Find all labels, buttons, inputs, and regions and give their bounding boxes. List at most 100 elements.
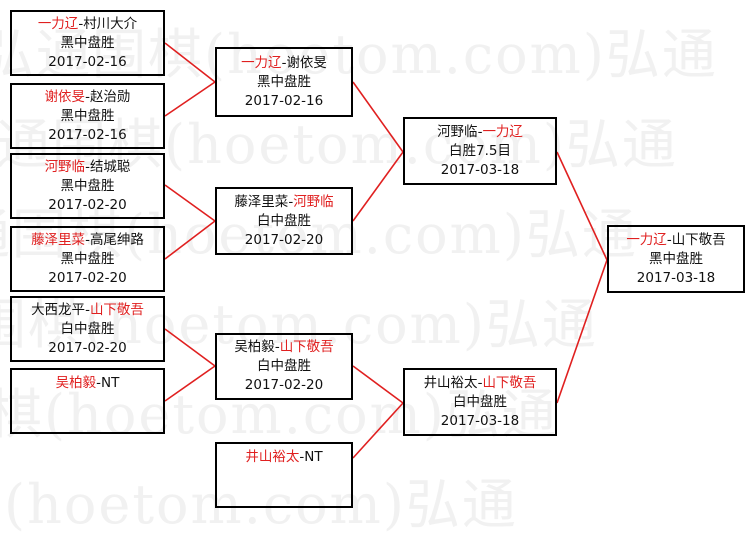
connector-line <box>164 220 216 260</box>
connector-line <box>352 151 404 222</box>
match-result: 白胜7.5目 <box>449 142 511 159</box>
match-box-r1-3: 河野临-结城聪 黑中盘胜 2017-02-20 <box>10 153 165 219</box>
match-result: 白中盘胜 <box>453 393 507 410</box>
match-result: 黑中盘胜 <box>60 177 115 194</box>
match-date: 2017-02-20 <box>244 377 324 393</box>
match-date: 2017-02-20 <box>244 231 324 248</box>
match-box-r1-6: 吴柏毅-NT <box>10 368 165 434</box>
player-name: 吴柏毅 <box>234 339 275 355</box>
connector-line <box>164 42 216 83</box>
player-name: 一力辽 <box>626 231 667 248</box>
connector-line <box>352 81 404 153</box>
connector-line <box>352 402 404 459</box>
player-name: 山下敬吾 <box>89 301 144 318</box>
separator: - <box>274 339 280 355</box>
match-box-r1-2: 谢依旻-赵治勋 黑中盘胜 2017-02-16 <box>10 83 165 149</box>
player-name: 一力辽 <box>241 54 282 71</box>
match-box-r3-1: 河野临-一力辽 白胜7.5目 2017-03-18 <box>403 117 557 185</box>
player-name: 谢依旻 <box>44 88 86 105</box>
player-name: 藤泽里菜 <box>234 193 289 210</box>
connector-line <box>352 365 404 404</box>
separator: - <box>85 301 90 318</box>
player-name: 一力辽 <box>37 15 79 32</box>
match-date: 2017-02-16 <box>48 53 127 70</box>
player-name: 藤泽里菜 <box>31 231 86 248</box>
match-date: 2017-02-20 <box>48 196 127 213</box>
match-players: 一力辽-村川大介 <box>38 15 137 34</box>
match-players: 藤泽里菜-河野临 <box>234 193 333 212</box>
player-name: 赵治勋 <box>89 88 131 105</box>
player-name: 山下敬吾 <box>671 231 726 248</box>
player-name: 吴柏毅 <box>55 375 97 391</box>
player-name: 大西龙平 <box>31 301 86 318</box>
match-result: 黑中盘胜 <box>60 34 115 51</box>
player-name: 村川大介 <box>83 15 138 32</box>
match-players: 谢依旻-赵治勋 <box>45 88 131 107</box>
player-name: 河野临 <box>437 123 478 140</box>
separator: - <box>299 449 305 465</box>
player-name: 结城聪 <box>89 158 131 175</box>
match-box-r2-4: 井山裕太-NT <box>215 442 353 508</box>
match-players: 一力辽-山下敬吾 <box>626 231 725 250</box>
match-players: 藤泽里菜-高尾绅路 <box>31 231 144 250</box>
player-name: 高尾绅路 <box>89 231 144 248</box>
separator: - <box>78 15 84 32</box>
player-name: 山下敬吾 <box>482 374 537 391</box>
player-name: 一力辽 <box>482 123 523 140</box>
match-date: 2017-02-20 <box>48 339 127 356</box>
match-date: 2017-02-20 <box>48 269 127 286</box>
separator: - <box>477 374 483 391</box>
player-name: 谢依旻 <box>286 54 327 71</box>
match-box-final: 一力辽-山下敬吾 黑中盘胜 2017-03-18 <box>607 225 745 293</box>
match-date: 2017-03-18 <box>440 161 520 178</box>
match-box-r1-4: 藤泽里菜-高尾绅路 黑中盘胜 2017-02-20 <box>10 226 165 292</box>
match-players: 吴柏毅-NT <box>56 374 120 393</box>
separator: - <box>477 123 483 140</box>
bracket-connectors <box>164 42 608 459</box>
match-date: 2017-03-18 <box>440 412 520 429</box>
player-name: 河野临 <box>44 158 86 175</box>
match-players: 吴柏毅-山下敬吾 <box>234 338 333 357</box>
match-box-r2-1: 一力辽-谢依旻 黑中盘胜 2017-02-16 <box>215 47 353 117</box>
match-date: 2017-02-16 <box>48 126 127 143</box>
connector-line <box>556 151 608 261</box>
match-box-r1-5: 大西龙平-山下敬吾 白中盘胜 2017-02-20 <box>10 296 165 362</box>
match-box-r3-2: 井山裕太-山下敬吾 白中盘胜 2017-03-18 <box>403 368 557 436</box>
separator: - <box>85 231 90 248</box>
match-result: 白中盘胜 <box>257 358 311 374</box>
player-name: 山下敬吾 <box>279 339 334 355</box>
player-name: 井山裕太 <box>423 374 478 391</box>
connector-line <box>164 81 216 117</box>
match-result: 白中盘胜 <box>60 320 115 337</box>
match-players: 大西龙平-山下敬吾 <box>31 301 144 320</box>
separator: - <box>288 193 294 210</box>
separator: - <box>85 88 90 105</box>
match-box-r2-2: 藤泽里菜-河野临 白中盘胜 2017-02-20 <box>215 187 353 255</box>
match-box-r2-3: 吴柏毅-山下敬吾 白中盘胜 2017-02-20 <box>215 333 353 400</box>
match-result: 白中盘胜 <box>257 212 311 229</box>
separator: - <box>666 231 672 248</box>
match-date: 2017-03-18 <box>636 269 716 286</box>
match-players: 井山裕太-山下敬吾 <box>424 374 537 393</box>
player-name: 井山裕太 <box>245 449 300 465</box>
player-name: NT <box>304 449 323 465</box>
match-players: 井山裕太-NT <box>245 448 322 467</box>
player-name: 河野临 <box>293 193 334 210</box>
player-name: NT <box>101 375 120 391</box>
match-players: 河野临-一力辽 <box>437 123 523 142</box>
connector-line <box>164 365 216 402</box>
match-result: 黑中盘胜 <box>257 73 311 90</box>
match-result: 黑中盘胜 <box>649 250 703 267</box>
connector-line <box>164 328 216 367</box>
separator: - <box>85 158 90 175</box>
match-players: 一力辽-谢依旻 <box>241 54 327 73</box>
connector-line <box>556 259 608 404</box>
separator: - <box>96 375 101 391</box>
match-box-r1-1: 一力辽-村川大介 黑中盘胜 2017-02-16 <box>10 10 165 76</box>
match-players: 河野临-结城聪 <box>45 158 131 177</box>
separator: - <box>281 54 287 71</box>
match-date: 2017-02-16 <box>244 92 324 109</box>
match-result: 黑中盘胜 <box>60 107 115 124</box>
connector-line <box>164 184 216 222</box>
match-result: 黑中盘胜 <box>60 250 115 267</box>
